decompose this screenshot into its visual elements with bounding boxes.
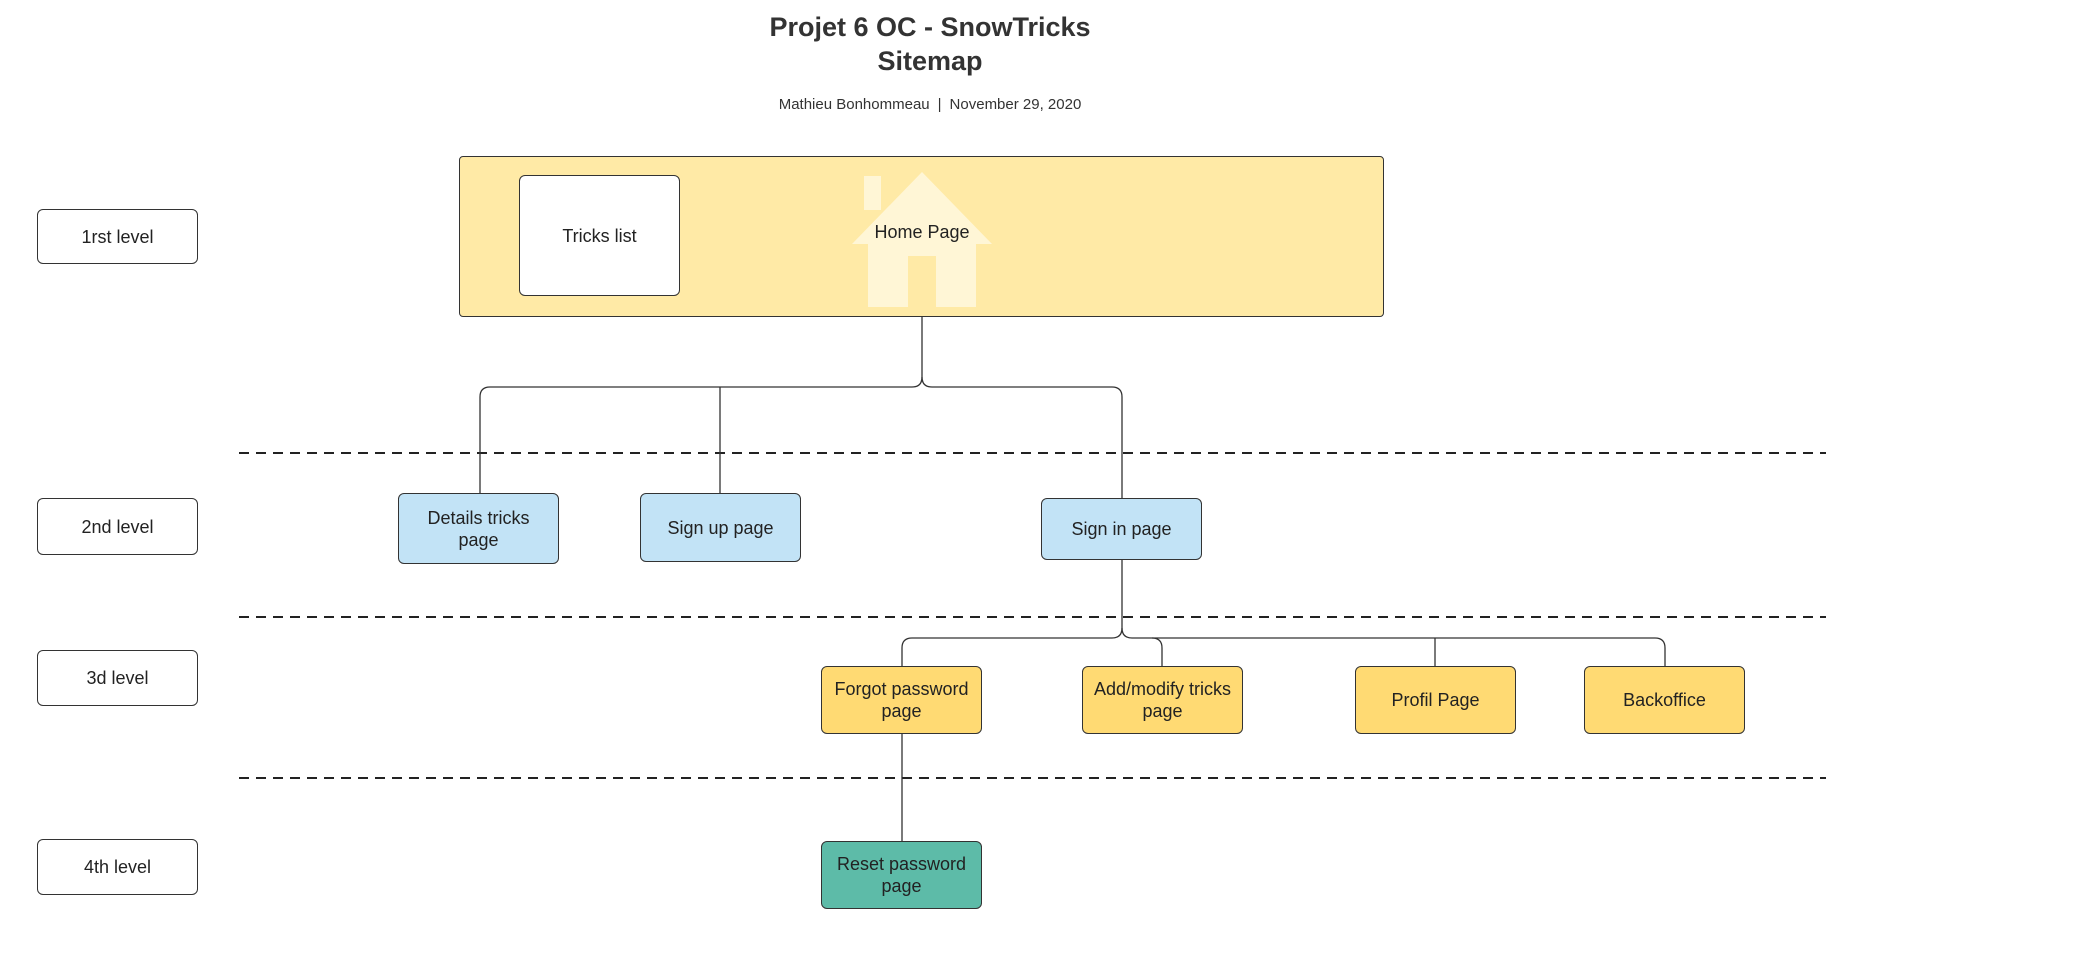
- house-icon: [852, 172, 992, 307]
- profil-page-node: Profil Page: [1355, 666, 1516, 734]
- level-3-label: 3d level: [37, 650, 198, 706]
- level-2-label: 2nd level: [37, 498, 198, 555]
- author-date-line: Mathieu Bonhommeau | November 29, 2020: [0, 96, 1860, 113]
- sign-up-page-node: Sign up page: [640, 493, 801, 562]
- separator: |: [937, 96, 942, 113]
- author-name: Mathieu Bonhommeau: [778, 96, 930, 113]
- document-date: November 29, 2020: [949, 96, 1082, 113]
- level-4-label: 4th level: [37, 839, 198, 895]
- connector-signin-forgot: [901, 560, 1123, 666]
- reset-password-page-node: Reset password page: [821, 841, 982, 909]
- connector-signin-addmodify: [1121, 627, 1163, 666]
- diagram-title: Projet 6 OC - SnowTricks: [769, 12, 1091, 42]
- level-1-label: 1rst level: [37, 209, 198, 264]
- backoffice-node: Backoffice: [1584, 666, 1745, 734]
- add-modify-tricks-page-node: Add/modify tricks page: [1082, 666, 1243, 734]
- sign-in-page-node: Sign in page: [1041, 498, 1202, 560]
- diagram-subtitle: Sitemap: [877, 46, 983, 76]
- home-page-label: Home Page: [874, 222, 970, 242]
- connector-home-details: [479, 317, 923, 493]
- connector-home-signin: [921, 376, 1123, 498]
- connector-signin-backoffice: [1152, 637, 1666, 666]
- tricks-list-node: Tricks list: [519, 175, 680, 296]
- forgot-password-page-node: Forgot password page: [821, 666, 982, 734]
- details-tricks-page-node: Details tricks page: [398, 493, 559, 564]
